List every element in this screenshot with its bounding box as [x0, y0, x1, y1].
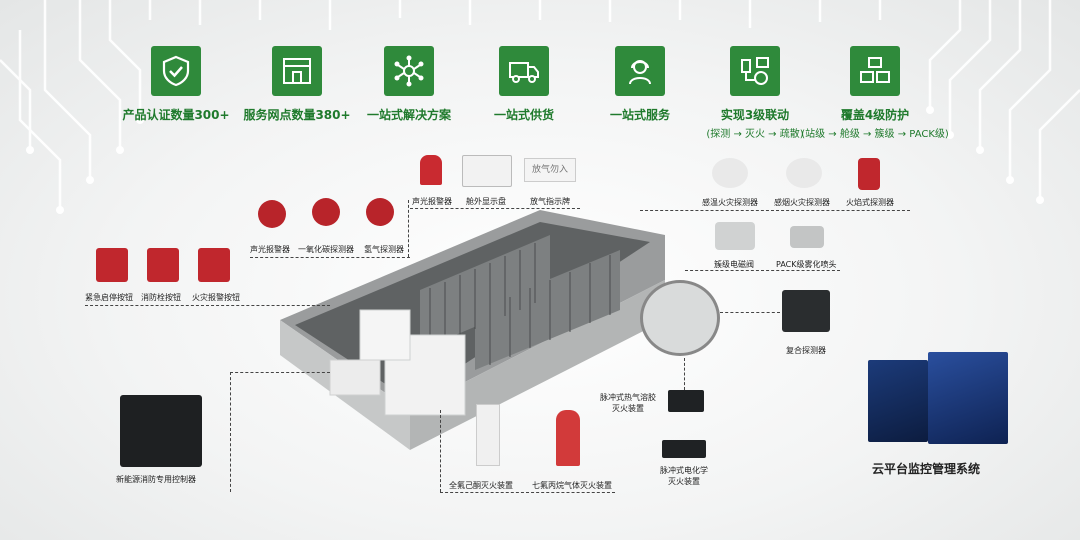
delivery-truck-icon	[499, 46, 549, 96]
label-smoke-detector: 感烟火灾探测器	[774, 198, 830, 207]
flame-detector-device	[858, 158, 880, 190]
label-co-detector: 一氧化碳探测器	[298, 245, 354, 254]
label-thermal-aerosol: 脉冲式热气溶胶 灭火装置	[600, 393, 656, 413]
feature-label: 实现3级联动	[720, 108, 790, 122]
feature-label: 服务网点数量380+	[243, 108, 351, 122]
leader-line	[640, 210, 910, 211]
leader-line	[408, 200, 409, 257]
hfc227ea-device	[556, 410, 580, 466]
network-hub-icon	[384, 46, 434, 96]
leader-line	[230, 372, 231, 492]
label-cluster-valve: 簇级电磁阀	[714, 260, 754, 269]
pack-nozzle-device	[790, 226, 824, 248]
leader-line	[250, 257, 410, 258]
feature-service: 一站式服务	[565, 46, 715, 123]
cloud-platform-title: 云平台监控管理系统	[872, 462, 981, 476]
feature-solution: 一站式解决方案	[334, 46, 484, 123]
label-fire-hydrant: 消防栓按钮	[141, 293, 181, 302]
sound-light-alarm-top-device	[420, 155, 442, 185]
label-fire-alarm: 火灾报警按钮	[192, 293, 240, 302]
leader-line	[720, 312, 780, 313]
feature-supply: 一站式供货	[449, 46, 599, 123]
label-temp-detector: 感温火灾探测器	[702, 198, 758, 207]
label-cabin-display: 舱外显示盘	[466, 197, 506, 206]
feature-sub: (探测 → 灭火 → 疏散)	[706, 129, 804, 140]
label-electrochemical: 脉冲式电化学 灭火装置	[660, 466, 708, 486]
feature-label: 覆盖4级防护	[840, 108, 910, 122]
label-sound-light-alarm-top: 声光报警器	[412, 197, 452, 206]
cloud-monitor-screen-right	[928, 352, 1008, 444]
controller-device	[120, 395, 202, 467]
energy-storage-container	[280, 210, 665, 450]
perfluorohexanone-device	[476, 404, 500, 466]
leader-line	[410, 208, 580, 209]
feature-certification: 产品认证数量300+	[101, 46, 251, 123]
label-composite-detector: 复合探测器	[786, 346, 826, 355]
store-icon	[272, 46, 322, 96]
cabin-display-device	[462, 155, 512, 187]
linkage-icon	[730, 46, 780, 96]
feature-label: 产品认证数量300+	[122, 108, 230, 122]
thermal-aerosol-device	[668, 390, 704, 412]
co-detector-device	[312, 198, 340, 226]
cloud-monitor-screen-left	[868, 360, 928, 442]
fire-hydrant-button	[147, 248, 179, 282]
smoke-detector-device	[786, 158, 822, 188]
label-h2-detector: 氢气探测器	[364, 245, 404, 254]
composite-detector-device	[782, 290, 830, 332]
shield-check-icon	[151, 46, 201, 96]
label-emergency-stop: 紧急启停按钮	[85, 293, 133, 302]
label-pack-nozzle: PACK级雾化喷头	[776, 260, 837, 269]
battery-pack-zoom	[640, 280, 720, 356]
boxes-icon	[850, 46, 900, 96]
leader-line	[440, 410, 441, 492]
customer-service-icon	[615, 46, 665, 96]
sound-light-alarm-device	[258, 200, 286, 228]
label-perfluorohexanone: 全氟己酮灭火装置	[449, 481, 513, 490]
gas-release-sign-device: 放气勿入	[524, 158, 576, 182]
leader-line	[85, 305, 330, 306]
electrochemical-device	[662, 440, 706, 458]
label-gas-release-sign: 放气指示牌	[530, 197, 570, 206]
label-hfc227ea: 七氟丙烷气体灭火装置	[532, 481, 612, 490]
leader-line	[685, 270, 840, 271]
leader-line	[684, 358, 685, 390]
feature-protection: 覆盖4级防护 (站级 → 舱级 → 簇级 → PACK级)	[800, 46, 950, 140]
emergency-stop-button	[96, 248, 128, 282]
fire-alarm-button	[198, 248, 230, 282]
leader-line	[230, 372, 330, 373]
feature-sub: (站级 → 舱级 → 簇级 → PACK级)	[801, 129, 949, 140]
feature-label: 一站式解决方案	[366, 108, 451, 122]
temp-detector-device	[712, 158, 748, 188]
feature-linkage: 实现3级联动 (探测 → 灭火 → 疏散)	[680, 46, 830, 140]
label-flame-detector: 火焰式探测器	[846, 198, 894, 207]
h2-detector-device	[366, 198, 394, 226]
feature-service-points: 服务网点数量380+	[222, 46, 372, 123]
feature-label: 一站式服务	[609, 108, 670, 122]
label-sound-light-alarm-left: 声光报警器	[250, 245, 290, 254]
leader-line	[440, 492, 615, 493]
feature-label: 一站式供货	[493, 108, 554, 122]
cluster-valve-device	[715, 222, 755, 250]
label-controller: 新能源消防专用控制器	[116, 475, 196, 484]
